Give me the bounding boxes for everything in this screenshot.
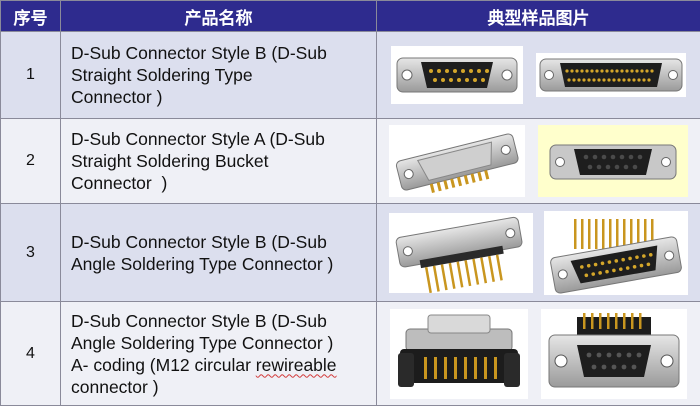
product-name-line: Connector ) (71, 87, 163, 107)
product-name-line: D-Sub Connector Style B (D-Sub (71, 43, 327, 63)
product-name-line: D-Sub Connector Style B (D-Sub (71, 231, 327, 252)
table-row: 1 D-Sub Connector Style B (D-Sub Straigh… (0, 31, 700, 119)
product-name-text: A- coding (M12 circular (71, 354, 256, 375)
d-sub-straight-male-37pin-image (536, 53, 687, 97)
row-number: 2 (0, 118, 61, 204)
table-row: 2 D-Sub Connector Style A (D-Sub Straigh… (0, 118, 700, 204)
d-sub-right-angle-pcb-male-image (390, 308, 528, 399)
product-name-line: Connector ) (71, 173, 168, 193)
product-name: D-Sub Connector Style A (D-Sub Straight … (60, 118, 377, 204)
header-sample-photo: 典型样品图片 (376, 0, 700, 32)
product-name-line: Angle Soldering Type Connector ) (71, 332, 334, 353)
header-product-name: 产品名称 (60, 0, 377, 32)
d-sub-right-angle-male-15pin-image (388, 212, 533, 293)
product-name-line: Straight Soldering Bucket (71, 151, 269, 171)
d-sub-straight-male-15pin-image (390, 46, 523, 104)
spellcheck-underlined-word: rewireable (255, 354, 337, 375)
row-number: 4 (0, 301, 61, 406)
row-number: 1 (0, 31, 61, 119)
product-name: D-Sub Connector Style B (D-Sub Angle Sol… (60, 301, 377, 406)
product-name-line: Angle Soldering Type Connector ) (71, 253, 334, 274)
product-name-line: connector ) (71, 376, 159, 397)
header-number: 序号 (0, 0, 61, 32)
row-number: 3 (0, 203, 61, 302)
product-name-line: Straight Soldering Type (71, 65, 253, 85)
d-sub-right-angle-pcb-female-image (541, 308, 687, 399)
product-name: D-Sub Connector Style B (D-Sub Angle Sol… (60, 203, 377, 302)
table-row: 4 D-Sub Connector Style B (D-Sub Angle S… (0, 301, 700, 406)
product-name-line: D-Sub Connector Style B (D-Sub (71, 310, 327, 331)
d-sub-solder-bucket-male-image (389, 125, 526, 197)
d-sub-solder-bucket-female-image (537, 125, 688, 197)
table-row: 3 D-Sub Connector Style B (D-Sub Angle S… (0, 203, 700, 302)
table-header-row: 序号 产品名称 典型样品图片 (0, 0, 700, 32)
product-name-line: A- coding (M12 circular rewireable (71, 354, 370, 376)
product-name: D-Sub Connector Style B (D-Sub Straight … (60, 31, 377, 119)
d-sub-right-angle-male-25pin-image (544, 210, 689, 295)
product-name-line: D-Sub Connector Style A (D-Sub (71, 129, 325, 149)
